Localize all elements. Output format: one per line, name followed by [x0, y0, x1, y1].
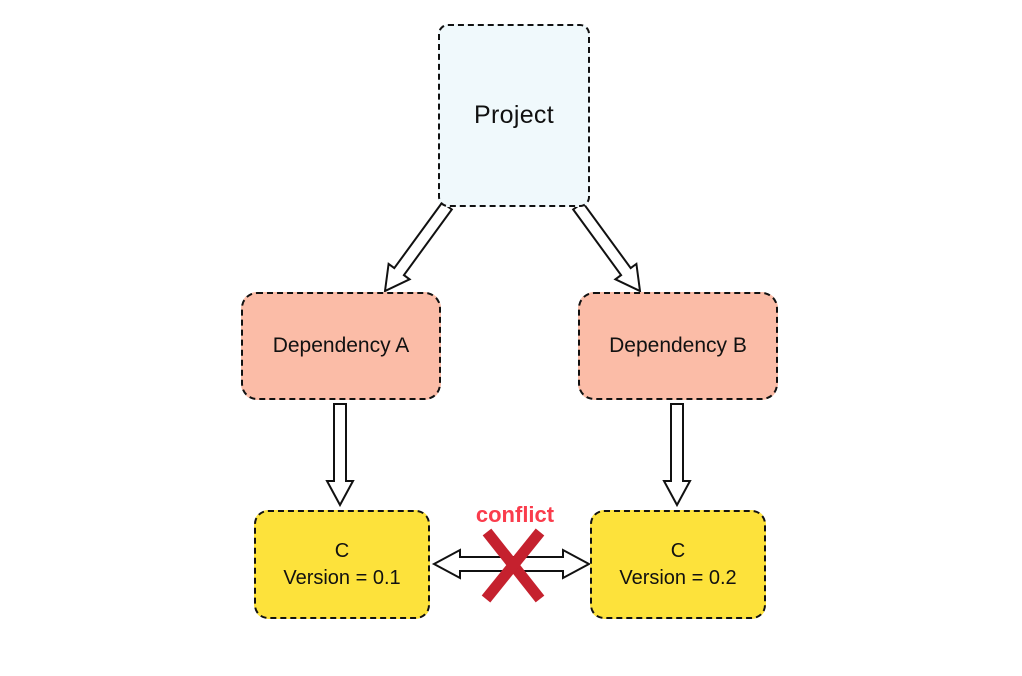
conflict-label: conflict	[475, 502, 555, 527]
node-c2-version: Version = 0.2	[619, 566, 737, 589]
node-dependency-a: Dependency A	[241, 292, 441, 400]
node-c-version-01: C Version = 0.1	[254, 510, 430, 619]
arrow-dependency-a-to-c1	[325, 403, 355, 508]
node-c1-version: Version = 0.1	[283, 566, 401, 589]
node-dependency-a-label: Dependency A	[272, 334, 410, 357]
conflict-x-icon	[481, 528, 545, 603]
node-dependency-b: Dependency B	[578, 292, 778, 400]
arrow-c1-c2-bidirectional	[431, 548, 592, 580]
arrow-dependency-b-to-c2	[662, 403, 692, 508]
arrow-project-to-dependency-a	[383, 201, 454, 293]
node-c1-label: C	[334, 539, 350, 562]
node-project-label: Project	[474, 101, 554, 129]
node-c-version-02: C Version = 0.2	[590, 510, 766, 619]
node-project: Project	[438, 24, 590, 207]
node-c2-label: C	[670, 539, 686, 562]
arrow-project-to-dependency-b	[571, 201, 642, 293]
node-dependency-b-label: Dependency B	[609, 334, 747, 357]
